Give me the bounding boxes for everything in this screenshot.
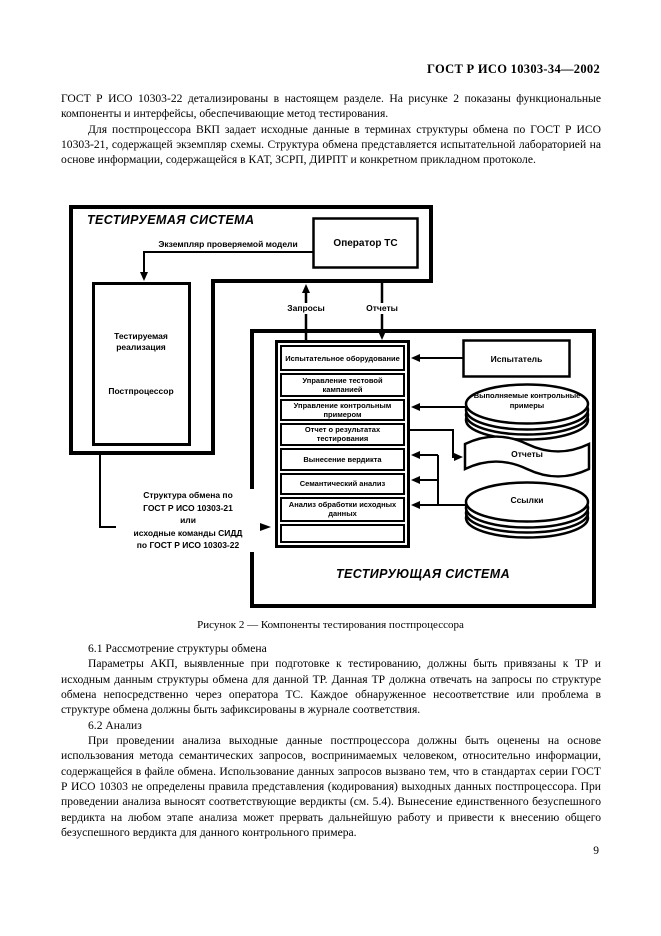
stack-row-test-report: Отчет о результатах тестирования — [280, 422, 405, 446]
model-instance-label: Экземпляр проверяемой модели — [158, 239, 298, 249]
requests-label: Запросы — [280, 303, 332, 314]
testing-function-stack: Испытательное оборудование Управление те… — [275, 340, 410, 548]
tester-box-outline — [462, 339, 571, 378]
exchange-label-line5: по ГОСТ Р ИСО 10303-22 — [136, 540, 240, 550]
exchange-structure-label: Структура обмена по ГОСТ Р ИСО 10303-21 … — [116, 489, 260, 552]
executed-cases-label: Выполняемые контрольные примеры — [473, 391, 581, 410]
report-to-reports-connector — [410, 429, 454, 458]
arrow-up-icon — [302, 284, 310, 293]
figure-2-diagram: ТЕСТИРУЕМАЯ СИСТЕМА Экземпляр проверяемо… — [0, 203, 661, 615]
tested-system-title: ТЕСТИРУЕМАЯ СИСТЕМА — [87, 213, 255, 227]
reports-document-label: Отчеты — [511, 449, 543, 459]
document-header: ГОСТ Р ИСО 10303-34—2002 — [427, 62, 600, 76]
testing-system-title: ТЕСТИРУЮЩАЯ СИСТЕМА — [335, 567, 511, 581]
stack-row-case-management: Управление контрольным примером — [280, 398, 405, 421]
exchange-label-line3: или — [180, 515, 196, 525]
page-number: 9 — [593, 845, 599, 857]
section-6-2-body: При проведении анализа выходные данные п… — [61, 734, 601, 840]
arrow-right-icon — [454, 453, 463, 461]
intro-text: ГОСТ Р ИСО 10303-22 детализированы в нас… — [61, 91, 601, 168]
tester-box-label: Испытатель — [490, 353, 543, 364]
stack-row-campaign-management: Управление тестовой кампанией — [280, 373, 405, 397]
links-disk-icon — [464, 481, 590, 539]
exchange-label-line4: исходные команды СИДД — [133, 527, 243, 538]
stack-row-semantic-analysis: Семантический анализ — [280, 473, 405, 495]
section-6-1-body: Параметры АКП, выявленные при подготовке… — [61, 657, 601, 717]
tested-system-outline — [69, 205, 433, 455]
stack-row-input-analysis: Анализ обработки исходных данных — [280, 496, 405, 522]
figure-caption: Рисунок 2 — Компоненты тестирования пост… — [197, 619, 464, 631]
arrow-left-icon — [411, 354, 420, 362]
intro-paragraph-2: Для постпроцессора ВКП задает исходные д… — [61, 122, 601, 167]
diagram-graphics — [69, 205, 596, 608]
stack-row-empty — [280, 523, 405, 543]
implementation-label: Тестируемая реализация — [114, 331, 168, 352]
arrow-left-icon — [411, 451, 420, 459]
reports-label: Отчеты — [356, 303, 408, 314]
operator-box-label: Оператор ТС — [333, 237, 398, 249]
executed-cases-disk-icon — [464, 383, 590, 441]
arrow-right-icon — [260, 523, 271, 531]
sections-text: 6.1 Рассмотрение структуры обмена Параме… — [61, 641, 601, 840]
reports-document-icon — [463, 435, 591, 478]
implementation-box-outline — [92, 282, 191, 446]
section-6-2-title: 6.2 Анализ — [88, 718, 142, 732]
arrow-left-icon — [411, 476, 420, 484]
stack-row-verdict: Вынесение вердикта — [280, 447, 405, 472]
postprocessor-label: Постпроцессор — [108, 386, 174, 396]
intro-paragraph-1: ГОСТ Р ИСО 10303-22 детализированы в нас… — [61, 92, 601, 121]
links-label: Ссылки — [510, 495, 544, 505]
exchange-label-line2: ГОСТ Р ИСО 10303-21 — [143, 502, 233, 513]
arrow-left-icon — [411, 501, 420, 509]
exchange-label-line1: Структура обмена по — [143, 490, 233, 500]
model-instance-connector — [143, 251, 313, 273]
section-6-1-title: 6.1 Рассмотрение структуры обмена — [88, 642, 267, 655]
operator-box-outline — [312, 217, 419, 269]
arrow-down-icon — [378, 331, 386, 340]
arrow-left-icon — [411, 403, 420, 411]
stack-row-test-equipment: Испытательное оборудование — [280, 345, 405, 372]
testing-system-outline — [250, 329, 596, 608]
arrow-down-icon — [140, 272, 148, 281]
